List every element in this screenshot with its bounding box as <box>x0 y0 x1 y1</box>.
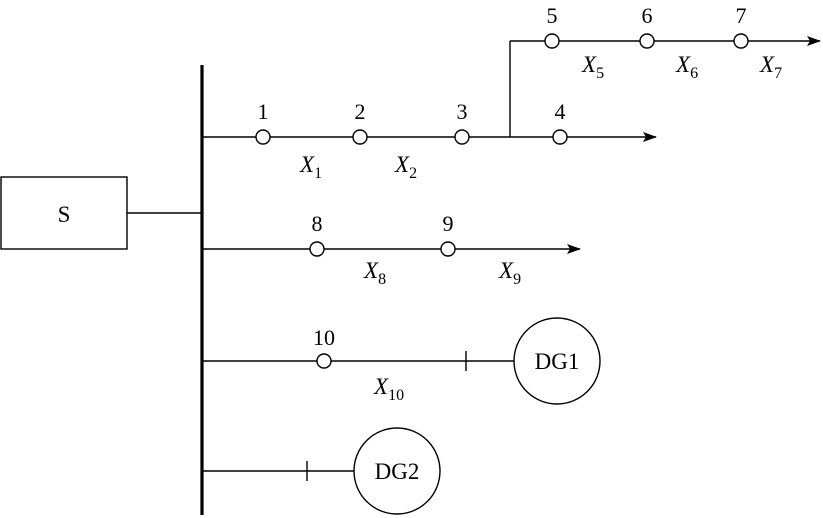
dg2-circle <box>353 427 441 515</box>
node-2-label: 2 <box>355 99 366 124</box>
node-1-label: 1 <box>258 99 269 124</box>
section-x6-label: X6 <box>675 52 698 82</box>
node-10-label: 10 <box>313 325 335 350</box>
section-x1-label: X1 <box>299 152 322 182</box>
node-1-marker <box>255 129 271 145</box>
section-x9-label: X9 <box>498 258 521 288</box>
node-3-marker <box>454 129 470 145</box>
section-x8-label: X8 <box>363 258 386 288</box>
section-x10-label: X10 <box>373 374 404 404</box>
node-8-marker <box>309 241 325 257</box>
node-6-label: 6 <box>642 3 653 28</box>
section-x2-label: X2 <box>394 152 417 182</box>
dg1-circle <box>513 317 601 405</box>
node-4-label: 4 <box>555 99 566 124</box>
node-6-marker <box>639 33 655 49</box>
node-7-marker <box>733 33 749 49</box>
node-9-marker <box>440 241 456 257</box>
section-x5-label: X5 <box>581 52 604 82</box>
source-label: S <box>58 202 71 227</box>
node-7-label: 7 <box>736 3 747 28</box>
node-3-label: 3 <box>457 99 468 124</box>
node-8-label: 8 <box>312 211 323 236</box>
dg1-label: DG1 <box>535 349 580 374</box>
node-4-marker <box>552 129 568 145</box>
dg2-label: DG2 <box>375 459 420 484</box>
node-10-marker <box>316 353 332 369</box>
node-5-marker <box>544 33 560 49</box>
node-5-label: 5 <box>547 3 558 28</box>
section-x7-label: X7 <box>759 52 782 82</box>
node-2-marker <box>352 129 368 145</box>
node-9-label: 9 <box>443 211 454 236</box>
